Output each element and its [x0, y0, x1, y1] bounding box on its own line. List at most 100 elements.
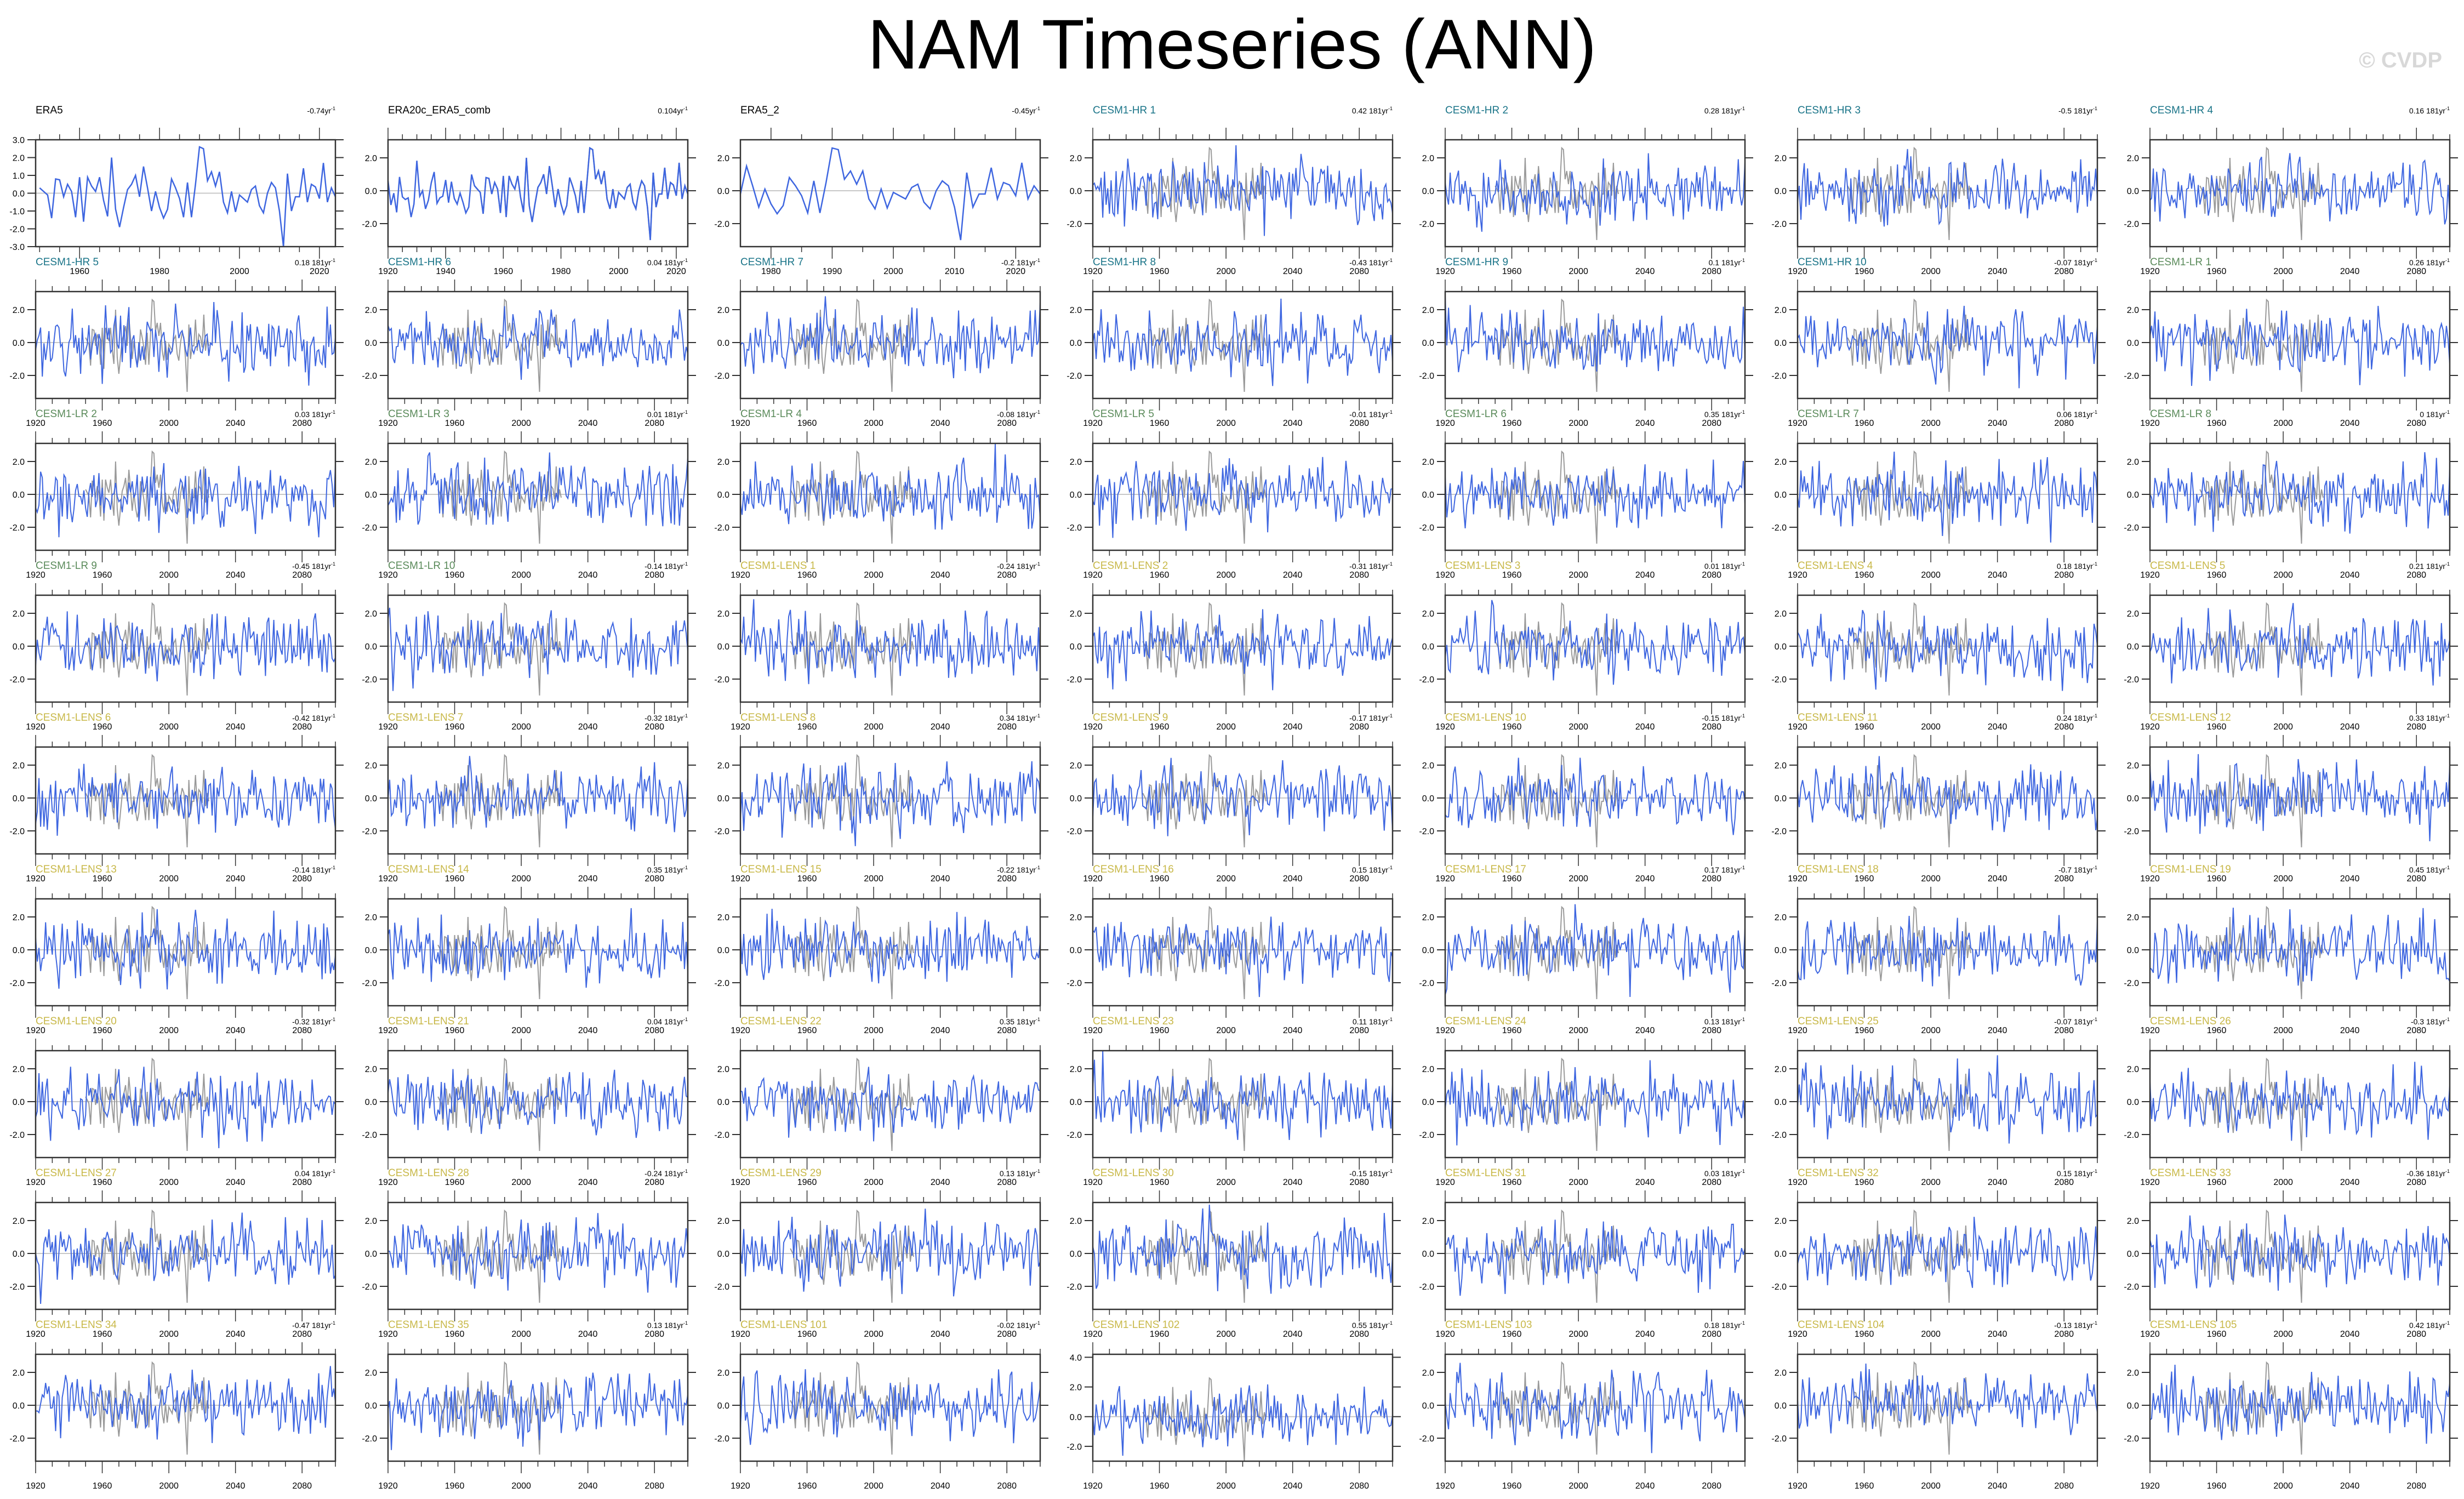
- x-tick-label: 2000: [609, 267, 629, 276]
- x-tick-label: 2040: [1283, 874, 1303, 884]
- trend-label: -0.01 181yr-1: [1349, 409, 1393, 419]
- y-tick-label: -2.0: [9, 1283, 25, 1292]
- x-tick-label: 2010: [945, 267, 965, 276]
- obs-overlay-line: [790, 905, 914, 1000]
- x-tick-label: 2000: [2273, 1178, 2293, 1187]
- y-tick-label: 2.0: [13, 1065, 25, 1074]
- obs-overlay-line: [1142, 146, 1267, 241]
- plot-frame: [1444, 442, 1746, 551]
- x-tick-label: 1920: [731, 722, 750, 732]
- x-tick-label: 2080: [644, 722, 664, 732]
- x-tick-label: 2080: [2054, 1026, 2074, 1035]
- y-tick-label: 0.0: [1422, 946, 1434, 955]
- x-tick-label: 1920: [2140, 874, 2160, 884]
- trend-label: -0.45 181yr-1: [292, 561, 335, 571]
- x-tick-label: 2000: [159, 419, 179, 428]
- obs-overlay-line: [85, 754, 209, 848]
- y-tick-label: -2.0: [1771, 220, 1787, 229]
- trend-label: 0.06 181yr-1: [2057, 409, 2097, 419]
- x-tick-label: 2040: [1283, 419, 1303, 428]
- x-tick-label: 2040: [226, 419, 246, 428]
- x-tick-label: 2000: [2273, 571, 2293, 580]
- x-tick-label: 2080: [2406, 722, 2426, 732]
- x-tick-label: 1920: [1083, 1178, 1103, 1187]
- x-tick-label: 2000: [1921, 1481, 1941, 1491]
- y-tick-label: -2.0: [714, 523, 729, 533]
- panel-title: CESM1-LENS 13: [36, 864, 117, 875]
- panel-title: CESM1-LR 7: [1798, 408, 1859, 420]
- y-tick-label: 0.0: [2127, 1098, 2139, 1107]
- trend-label: -0.24 181yr-1: [644, 1169, 688, 1178]
- obs-overlay-line: [437, 754, 562, 848]
- x-tick-label: 1920: [1083, 571, 1103, 580]
- trend-label: 0.26 181yr-1: [2409, 258, 2450, 267]
- y-tick-label: 0.0: [1070, 187, 1082, 196]
- x-tick-label: 1920: [1083, 874, 1103, 884]
- y-tick-label: 0.0: [365, 491, 377, 500]
- obs-overlay-line: [85, 602, 209, 696]
- panel-title: CESM1-LENS 16: [1093, 864, 1174, 875]
- x-tick-label: 2080: [997, 722, 1017, 732]
- y-tick-label: 0.0: [2127, 1401, 2139, 1411]
- y-tick-label: 2.0: [365, 913, 377, 922]
- x-tick-label: 1920: [1435, 1026, 1455, 1035]
- panel-title: CESM1-LENS 31: [1445, 1167, 1526, 1179]
- panel-title: CESM1-LR 9: [36, 560, 97, 572]
- x-tick-label: 1920: [2140, 267, 2160, 276]
- x-tick-label: 1960: [445, 1026, 465, 1035]
- x-tick-label: 2000: [511, 571, 531, 580]
- y-tick-label: 2.0: [717, 1217, 729, 1226]
- y-tick-label: 2.0: [717, 913, 729, 922]
- x-tick-label: 2040: [578, 571, 598, 580]
- y-tick-label: 0.0: [1070, 794, 1082, 803]
- y-tick-label: -2.0: [1066, 372, 1082, 381]
- obs-overlay-line: [437, 298, 562, 392]
- y-tick-label: -2.0: [9, 827, 25, 836]
- x-tick-label: 2040: [2340, 1026, 2360, 1035]
- x-tick-label: 1960: [797, 1178, 817, 1187]
- x-tick-label: 1960: [1855, 1178, 1874, 1187]
- plot-frame: [1092, 746, 1394, 855]
- x-tick-label: 1920: [1788, 1481, 1807, 1491]
- x-tick-label: 1920: [1435, 1481, 1455, 1491]
- y-tick-label: -2.0: [362, 220, 377, 229]
- x-tick-label: 1960: [93, 571, 112, 580]
- x-tick-label: 2040: [226, 1330, 246, 1339]
- y-tick-label: 2.0: [2127, 1217, 2139, 1226]
- x-tick-label: 1920: [26, 1330, 45, 1339]
- x-tick-label: 2000: [511, 1178, 531, 1187]
- y-tick-label: 0.0: [365, 642, 377, 652]
- x-tick-label: 1980: [150, 267, 169, 276]
- y-tick-label: 2.0: [717, 458, 729, 467]
- x-tick-label: 1960: [1855, 571, 1874, 580]
- series-line: [1797, 1217, 2098, 1288]
- panel-title: CESM1-LENS 103: [1445, 1319, 1532, 1331]
- x-tick-label: 2000: [883, 267, 903, 276]
- x-tick-label: 2040: [578, 1481, 598, 1491]
- x-tick-label: 1920: [1788, 722, 1807, 732]
- series-line: [1445, 459, 1746, 528]
- panel-title: CESM1-LENS 30: [1093, 1167, 1174, 1179]
- panel-title: CESM1-LENS 104: [1798, 1319, 1885, 1331]
- y-tick-label: 0.0: [1422, 1098, 1434, 1107]
- series-line: [387, 146, 689, 241]
- y-tick-label: 0.0: [1775, 339, 1787, 348]
- x-tick-label: 2080: [292, 1481, 312, 1491]
- x-tick-label: 1960: [1150, 722, 1170, 732]
- y-tick-label: 2.0: [365, 306, 377, 315]
- x-tick-label: 2040: [578, 722, 598, 732]
- y-tick-label: 0.0: [2127, 1250, 2139, 1259]
- x-tick-label: 1920: [731, 1026, 750, 1035]
- x-tick-label: 2000: [1921, 1026, 1941, 1035]
- y-tick-label: -2.0: [714, 675, 729, 685]
- x-tick-label: 2040: [2340, 1330, 2360, 1339]
